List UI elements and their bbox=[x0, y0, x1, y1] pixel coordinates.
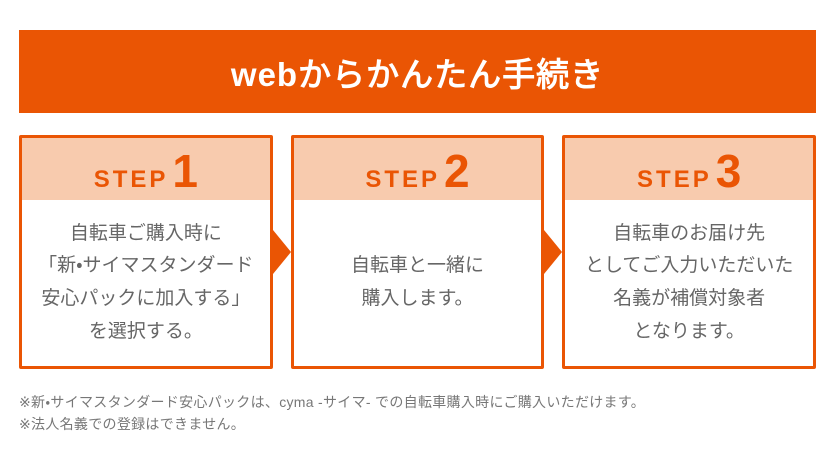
note-line-1: ※新・サイマスタンダード安心パックは、cyma -サイマ- での自転車購入時にご… bbox=[19, 394, 646, 410]
step-1-label: STEP bbox=[93, 166, 169, 193]
step-3-card: STEP 3 自転車のお届け先 としてご入力いただいた 名義が補償対象者 となり… bbox=[562, 135, 817, 369]
page-title: webからかんたん手続き bbox=[230, 55, 605, 93]
step-1-number: 1 bbox=[172, 145, 198, 197]
note-line-2: ※法人名義での登録はできません。 bbox=[19, 416, 246, 432]
step-2-header: STEP 2 bbox=[293, 138, 542, 200]
step-3-label: STEP bbox=[637, 166, 712, 193]
step-1-header: STEP 1 bbox=[22, 138, 270, 200]
step-3-header: STEP 3 bbox=[565, 138, 814, 200]
step-1-description: 自転車ご購入時に 「新・サイマスタンダード 安心パックに加入する」 を選択する。 bbox=[38, 222, 254, 342]
step-2-description: 自転車と一緒に 購入します。 bbox=[351, 255, 485, 309]
step-2-label: STEP bbox=[365, 166, 441, 193]
notes: ※新・サイマスタンダード安心パックは、cyma -サイマ- での自転車購入時にご… bbox=[19, 391, 816, 435]
steps-row: STEP 1 自転車ご購入時に 「新・サイマスタンダード 安心パックに加入する」… bbox=[19, 135, 817, 369]
arrow-right-icon bbox=[272, 230, 291, 274]
arrow-right-icon bbox=[544, 230, 563, 274]
step-2-card: STEP 2 自転車と一緒に 購入します。 bbox=[290, 135, 545, 369]
step-2-number: 2 bbox=[444, 145, 470, 197]
step-3-number: 3 bbox=[715, 145, 742, 197]
step-1-card: STEP 1 自転車ご購入時に 「新・サイマスタンダード 安心パックに加入する」… bbox=[19, 135, 273, 369]
step-3-description: 自転車のお届け先 としてご入力いただいた 名義が補償対象者 となります。 bbox=[584, 222, 794, 342]
title-banner: webからかんたん手続き bbox=[19, 30, 816, 113]
